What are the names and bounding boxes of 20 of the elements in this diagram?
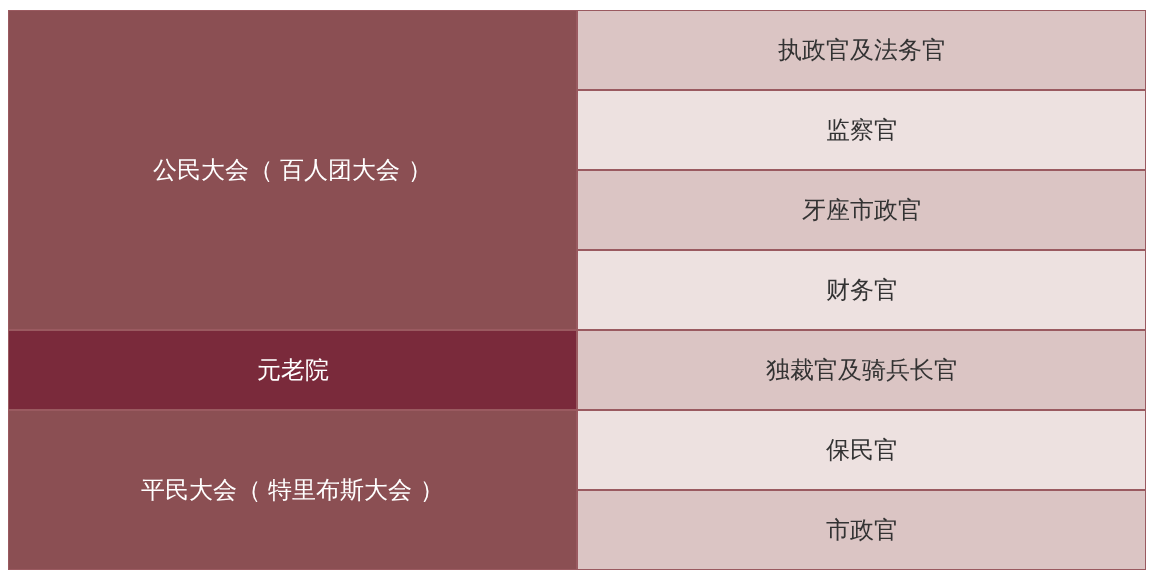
assembly-box xyxy=(8,10,577,330)
office-row xyxy=(577,410,1146,490)
cell-text: 公民大会（ 百人团大会 ） xyxy=(152,155,433,186)
office-row xyxy=(577,90,1146,170)
cell-text: 执政官及法务官 xyxy=(777,35,946,66)
cell-text: 元老院 xyxy=(256,355,329,386)
cell-text: 保民官 xyxy=(825,435,898,466)
office-row xyxy=(577,250,1146,330)
office-row xyxy=(577,330,1146,410)
office-row xyxy=(577,170,1146,250)
cell-text: 平民大会（ 特里布斯大会 ） xyxy=(140,475,445,506)
senate-box xyxy=(8,330,577,410)
assembly-box xyxy=(8,410,577,570)
cell-text: 独裁官及骑兵长官 xyxy=(765,355,958,386)
office-row xyxy=(577,490,1146,570)
cell-text: 监察官 xyxy=(825,115,898,146)
cell-text: 牙座市政官 xyxy=(801,195,922,226)
cell-text: 市政官 xyxy=(825,515,898,546)
office-row xyxy=(577,10,1146,90)
cell-text: 财务官 xyxy=(825,275,898,306)
